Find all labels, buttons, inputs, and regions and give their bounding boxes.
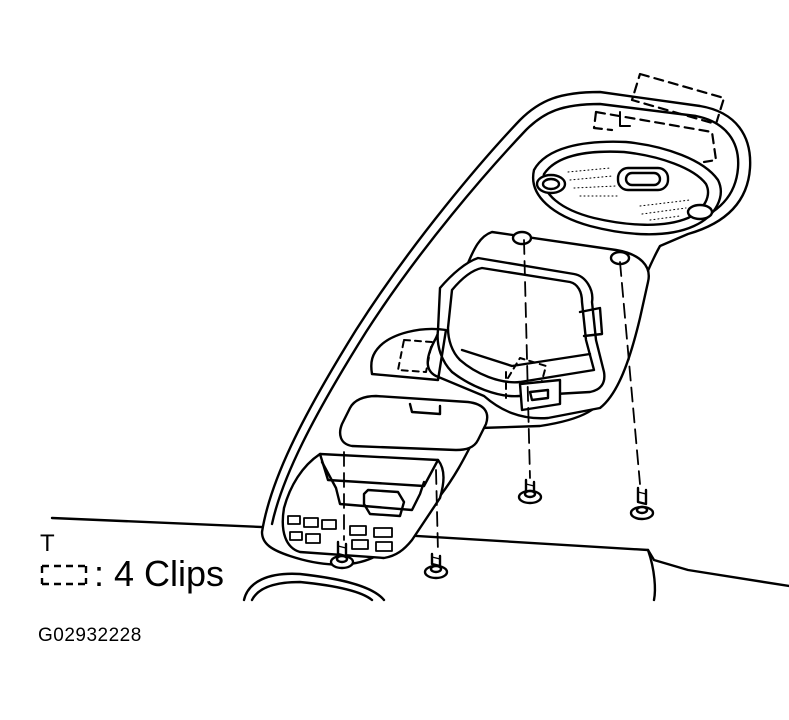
screw-guide-lines [343, 239, 641, 553]
switch-panel-tab [408, 402, 442, 416]
headliner-edge [50, 516, 789, 588]
screw-1 [517, 478, 543, 505]
top-clip [592, 72, 726, 164]
holder-rim [460, 348, 592, 368]
lower-cluster-box [320, 460, 426, 512]
screw-3 [329, 540, 355, 570]
side-clip [397, 339, 433, 373]
holder-inner-wall [446, 266, 596, 384]
clips-label: : 4 Clips [94, 553, 225, 594]
boss-left [511, 230, 533, 246]
lower-connector [362, 488, 406, 518]
holder-clip [505, 357, 547, 399]
map-light-inner-ring [542, 150, 710, 226]
screw-2 [629, 486, 655, 521]
map-light-switch-right [686, 203, 714, 221]
legend-clips: : 4 Clips [38, 554, 224, 594]
switch-buttons [287, 515, 393, 552]
figure-code: G02932228 [38, 625, 142, 646]
map-light-switch-left [535, 173, 567, 195]
screw-threads [337, 483, 647, 560]
switch-panel [338, 394, 489, 452]
headliner-fold [646, 548, 657, 602]
holder-tab [578, 306, 604, 338]
map-light-switch-left-inner [541, 177, 561, 191]
holder-latch [518, 378, 562, 412]
lens-texture [567, 167, 691, 221]
map-light-center-switch-inner [624, 171, 662, 187]
sunroof-opening [242, 572, 386, 602]
sunglasses-holder [436, 256, 606, 398]
legend-marker: T [40, 530, 55, 557]
clip-symbol-icon [40, 564, 88, 586]
side-recess [370, 327, 448, 382]
top-clip-marker [619, 111, 631, 127]
console-inner-contour [270, 102, 740, 526]
screw-4 [423, 552, 449, 580]
holder-latch-slot [528, 388, 550, 402]
sunroof-inner-edge [250, 580, 374, 602]
